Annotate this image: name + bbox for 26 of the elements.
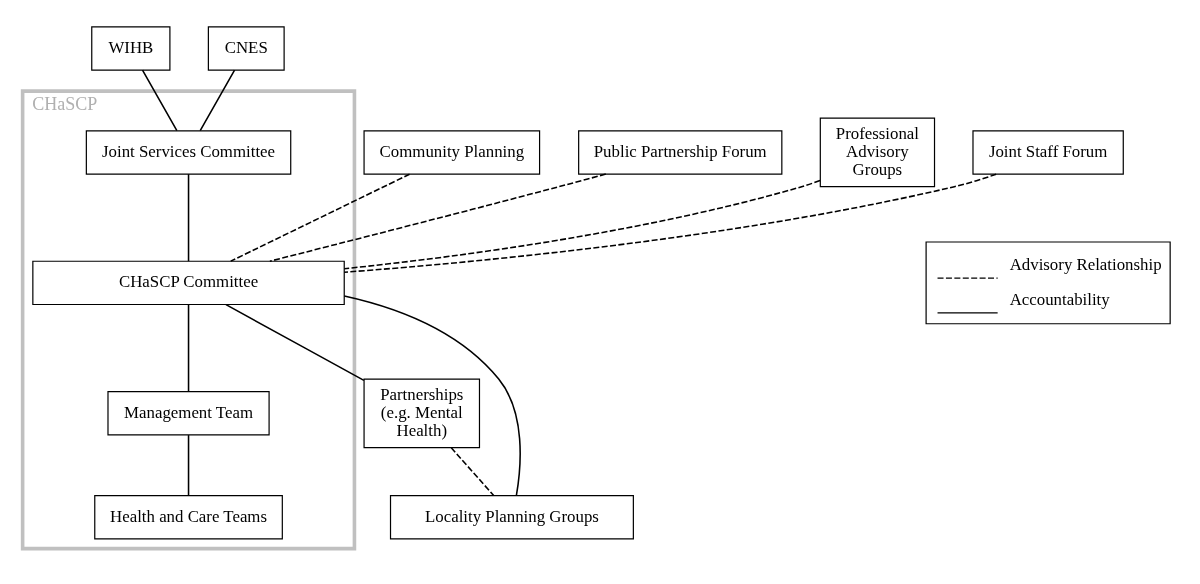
node-box: WIHB bbox=[91, 25, 171, 71]
connector bbox=[187, 172, 190, 262]
connector bbox=[187, 303, 190, 392]
node-box: Community Planning bbox=[363, 129, 541, 175]
connector bbox=[141, 68, 178, 131]
node-box: CHaSCP Committee bbox=[32, 260, 345, 305]
node-box: Locality Planning Groups bbox=[389, 494, 634, 540]
connector bbox=[187, 433, 190, 496]
connector bbox=[199, 68, 236, 131]
node-box: Health and Care Teams bbox=[94, 494, 283, 540]
node-box: Joint Staff Forum bbox=[972, 129, 1124, 175]
connector bbox=[343, 172, 997, 273]
legend-label: Accountability bbox=[1009, 289, 1110, 309]
node-box: Joint Services Committee bbox=[85, 129, 292, 175]
node-box: Partnerships (e.g. Mental Health) bbox=[363, 377, 481, 448]
legend-label: Advisory Relationship bbox=[1009, 254, 1162, 274]
connector bbox=[269, 172, 607, 262]
node-box: Management Team bbox=[107, 390, 270, 436]
node-box: Professional Advisory Groups bbox=[819, 117, 936, 187]
connector bbox=[343, 179, 821, 269]
connector bbox=[343, 294, 521, 496]
connector bbox=[450, 446, 495, 496]
node-box: Public Partnership Forum bbox=[578, 129, 783, 175]
connector bbox=[225, 303, 365, 381]
node-box: CNES bbox=[207, 25, 285, 71]
connector bbox=[229, 172, 411, 262]
